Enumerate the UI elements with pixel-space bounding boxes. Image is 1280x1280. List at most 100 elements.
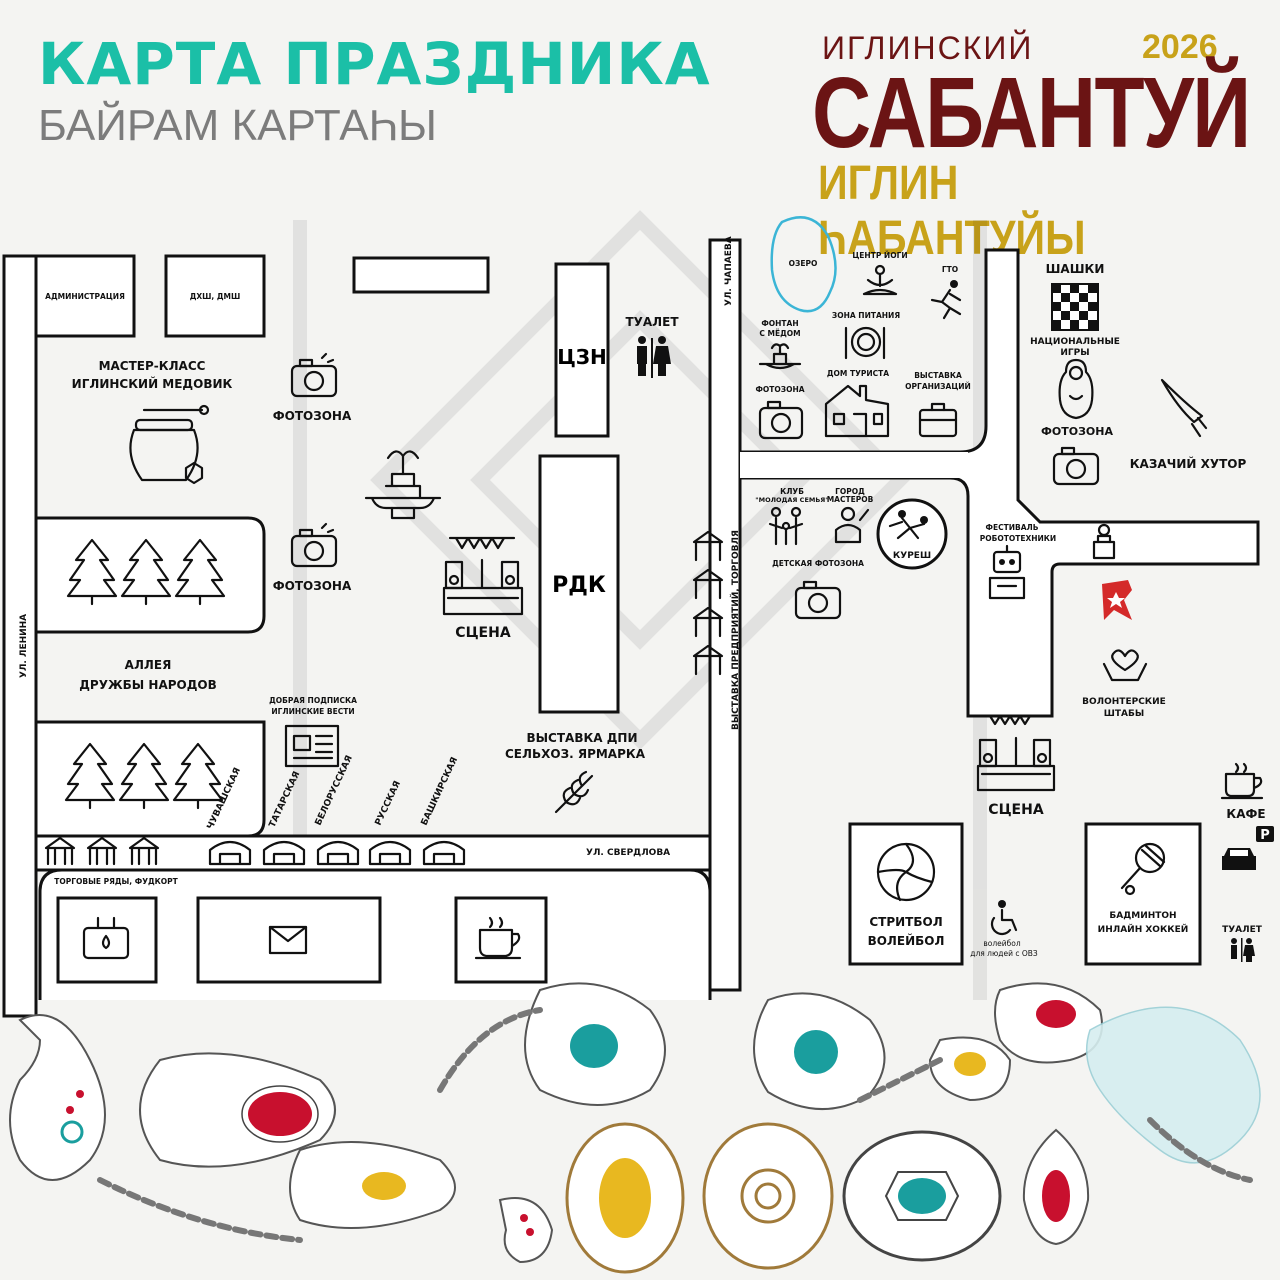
- checkerboard-icon: [1051, 283, 1099, 331]
- alley-label-2: ДРУЖБЫ НАРОДОВ: [79, 678, 217, 692]
- gto-label: ГТО: [942, 265, 958, 274]
- sabantuy-logo: ИГЛИНСКИЙ 2026 САБАНТУЙ ИГЛИН ҺАБАНТУЙЫ: [812, 28, 1251, 265]
- volunteer-heart-hands-icon: [1102, 649, 1148, 682]
- block-water-dispenser: [56, 896, 158, 984]
- road-lenina: [2, 254, 38, 1018]
- ovz-label-1: волейбол: [983, 939, 1021, 948]
- dpi-label-1: ВЫСТАВКА ДПИ: [526, 731, 637, 745]
- street-lenina-label: УЛ. ЛЕНИНА: [19, 614, 29, 678]
- food-zone-label: ЗОНА ПИТАНИЯ: [832, 311, 900, 320]
- street-chapaeva-label: УЛ. ЧАПАЕВА: [724, 236, 734, 306]
- kids-photozone-label: ДЕТСКАЯ ФОТОЗОНА: [772, 559, 864, 568]
- tourist-house-label: ДОМ ТУРИСТА: [827, 369, 889, 378]
- photozone-4-label: ФОТОЗОНА: [1041, 425, 1113, 438]
- cossack-label: КАЗАЧИЙ ХУТОР: [1130, 456, 1247, 471]
- robotics-label-1: ФЕСТИВАЛЬ: [986, 523, 1039, 532]
- honey-pot-icon: [129, 404, 210, 485]
- club-label-1: КЛУБ: [780, 487, 804, 496]
- national-games-label-1: НАЦИОНАЛЬНЫЕ: [1030, 337, 1120, 347]
- dpi-label-2: СЕЛЬХОЗ. ЯРМАРКА: [505, 747, 646, 761]
- road-right-loop: [738, 240, 1260, 718]
- stage-icon: [442, 536, 524, 616]
- saber-icon: [1160, 378, 1208, 438]
- masters-label-2: МАСТЕРОВ: [827, 495, 874, 504]
- kuresh-circle: [876, 498, 948, 570]
- parking-icon: P: [1256, 826, 1274, 843]
- exhibition-tents-column: [692, 530, 724, 676]
- trade-rows-label: ТОРГОВЫЕ РЯДЫ, ФУДКОРТ: [54, 877, 178, 886]
- camera-icon: [290, 522, 338, 568]
- stage-icon: [976, 714, 1056, 792]
- logo-year: 2026: [1142, 28, 1218, 66]
- envelope-icon: [268, 925, 308, 955]
- alley-label-1: АЛЛЕЯ: [125, 658, 172, 672]
- streetball-label-2: ВОЛЕЙБОЛ: [868, 933, 945, 948]
- lake-outline: [770, 216, 837, 313]
- block-cafe-left: [454, 896, 548, 984]
- parking-letter: P: [1260, 828, 1270, 843]
- building-czn: [554, 262, 610, 438]
- camera-icon: [1052, 446, 1100, 486]
- compound-label-russian: РУССКАЯ: [374, 779, 403, 827]
- coffee-cup-icon: [1220, 762, 1264, 800]
- club-label-2: "МОЛОДАЯ СЕМЬЯ": [755, 496, 828, 504]
- org-expo-label-2: ОРГАНИЗАЦИЙ: [905, 382, 971, 391]
- building-dhsh: [164, 254, 266, 338]
- building-rdk: [538, 454, 620, 714]
- fountain-honey-label-2: С МЁДОМ: [759, 329, 800, 338]
- camera-icon: [794, 580, 842, 620]
- block-badminton: [1084, 822, 1202, 966]
- photozone-2-label: ФОТОЗОНА: [273, 579, 352, 593]
- tree-icons-north: [66, 538, 226, 606]
- wheat-icon: [554, 770, 594, 814]
- robot-icon: [988, 544, 1026, 600]
- volunteers-label-1: ВОЛОНТЕРСКИЕ: [1082, 697, 1166, 707]
- camera-icon: [758, 400, 804, 440]
- badminton-label-2: ИНЛАЙН ХОККЕЙ: [1098, 923, 1189, 935]
- streetball-label-1: СТРИТБОЛ: [869, 915, 942, 929]
- building-rdk-label: РДК: [552, 573, 606, 598]
- logo-bottom-text: ИГЛИН ҺАБАНТУЙЫ: [818, 157, 1086, 265]
- yunarmiya-icon: [1102, 580, 1132, 620]
- building-dhsh-label: ДХШ, ДМШ: [190, 292, 241, 301]
- coffee-cup-icon: [474, 916, 522, 960]
- building-czn-label: ЦЗН: [557, 345, 607, 369]
- road-chapaeva: [708, 238, 742, 992]
- yoga-icon: [862, 264, 898, 296]
- house-icon: [824, 384, 890, 438]
- master-class-label-2: ИГЛИНСКИЙ МЕДОВИК: [72, 376, 233, 391]
- compound-label-bashkir: БАШКИРСКАЯ: [420, 756, 460, 828]
- road-inner-fill: [740, 452, 968, 478]
- street-exhibition-label: ВЫСТАВКА ПРЕДПРИЯТИЙ, ТОРГОВЛЯ: [729, 530, 741, 730]
- fountain-icon: [758, 343, 802, 370]
- subscription-label-2: ИГЛИНСКИЕ ВЕСТИ: [271, 707, 354, 716]
- building-administration-label: АДМИНИСТРАЦИЯ: [45, 292, 125, 301]
- newspaper-icon: [284, 724, 340, 768]
- matryoshka-icon: [1058, 358, 1094, 420]
- fountain-icon: [364, 450, 442, 520]
- stage-2-label: СЦЕНА: [988, 802, 1044, 818]
- camera-icon: [290, 352, 338, 398]
- kuresh-label: КУРЕШ: [893, 551, 931, 561]
- wrestlers-icon: [888, 510, 928, 540]
- monument-icon: [1092, 523, 1116, 560]
- family-icon: [768, 506, 804, 546]
- block-post-office: [196, 896, 382, 984]
- photozone-1-label: ФОТОЗОНА: [273, 409, 352, 423]
- toilet-1-label: ТУАЛЕТ: [625, 315, 679, 329]
- badminton-label-1: БАДМИНТОН: [1109, 911, 1176, 921]
- craftsman-icon: [834, 506, 870, 544]
- logo-main-text: САБАНТУЙ: [812, 57, 1251, 169]
- toilet-icon: [637, 336, 671, 378]
- checkers-label: ШАШКИ: [1046, 262, 1105, 276]
- trade-tents-row: [44, 836, 466, 866]
- masters-label-1: ГОРОД: [835, 487, 865, 496]
- ovz-label-2: для людей с ОВЗ: [970, 949, 1038, 958]
- plate-cutlery-icon: [844, 326, 886, 360]
- subscription-label-1: ДОБРАЯ ПОДПИСКА: [269, 696, 357, 705]
- logo-top-text: ИГЛИНСКИЙ: [822, 30, 1034, 66]
- alley-block-south: [34, 720, 266, 838]
- stage-1-label: СЦЕНА: [455, 625, 511, 641]
